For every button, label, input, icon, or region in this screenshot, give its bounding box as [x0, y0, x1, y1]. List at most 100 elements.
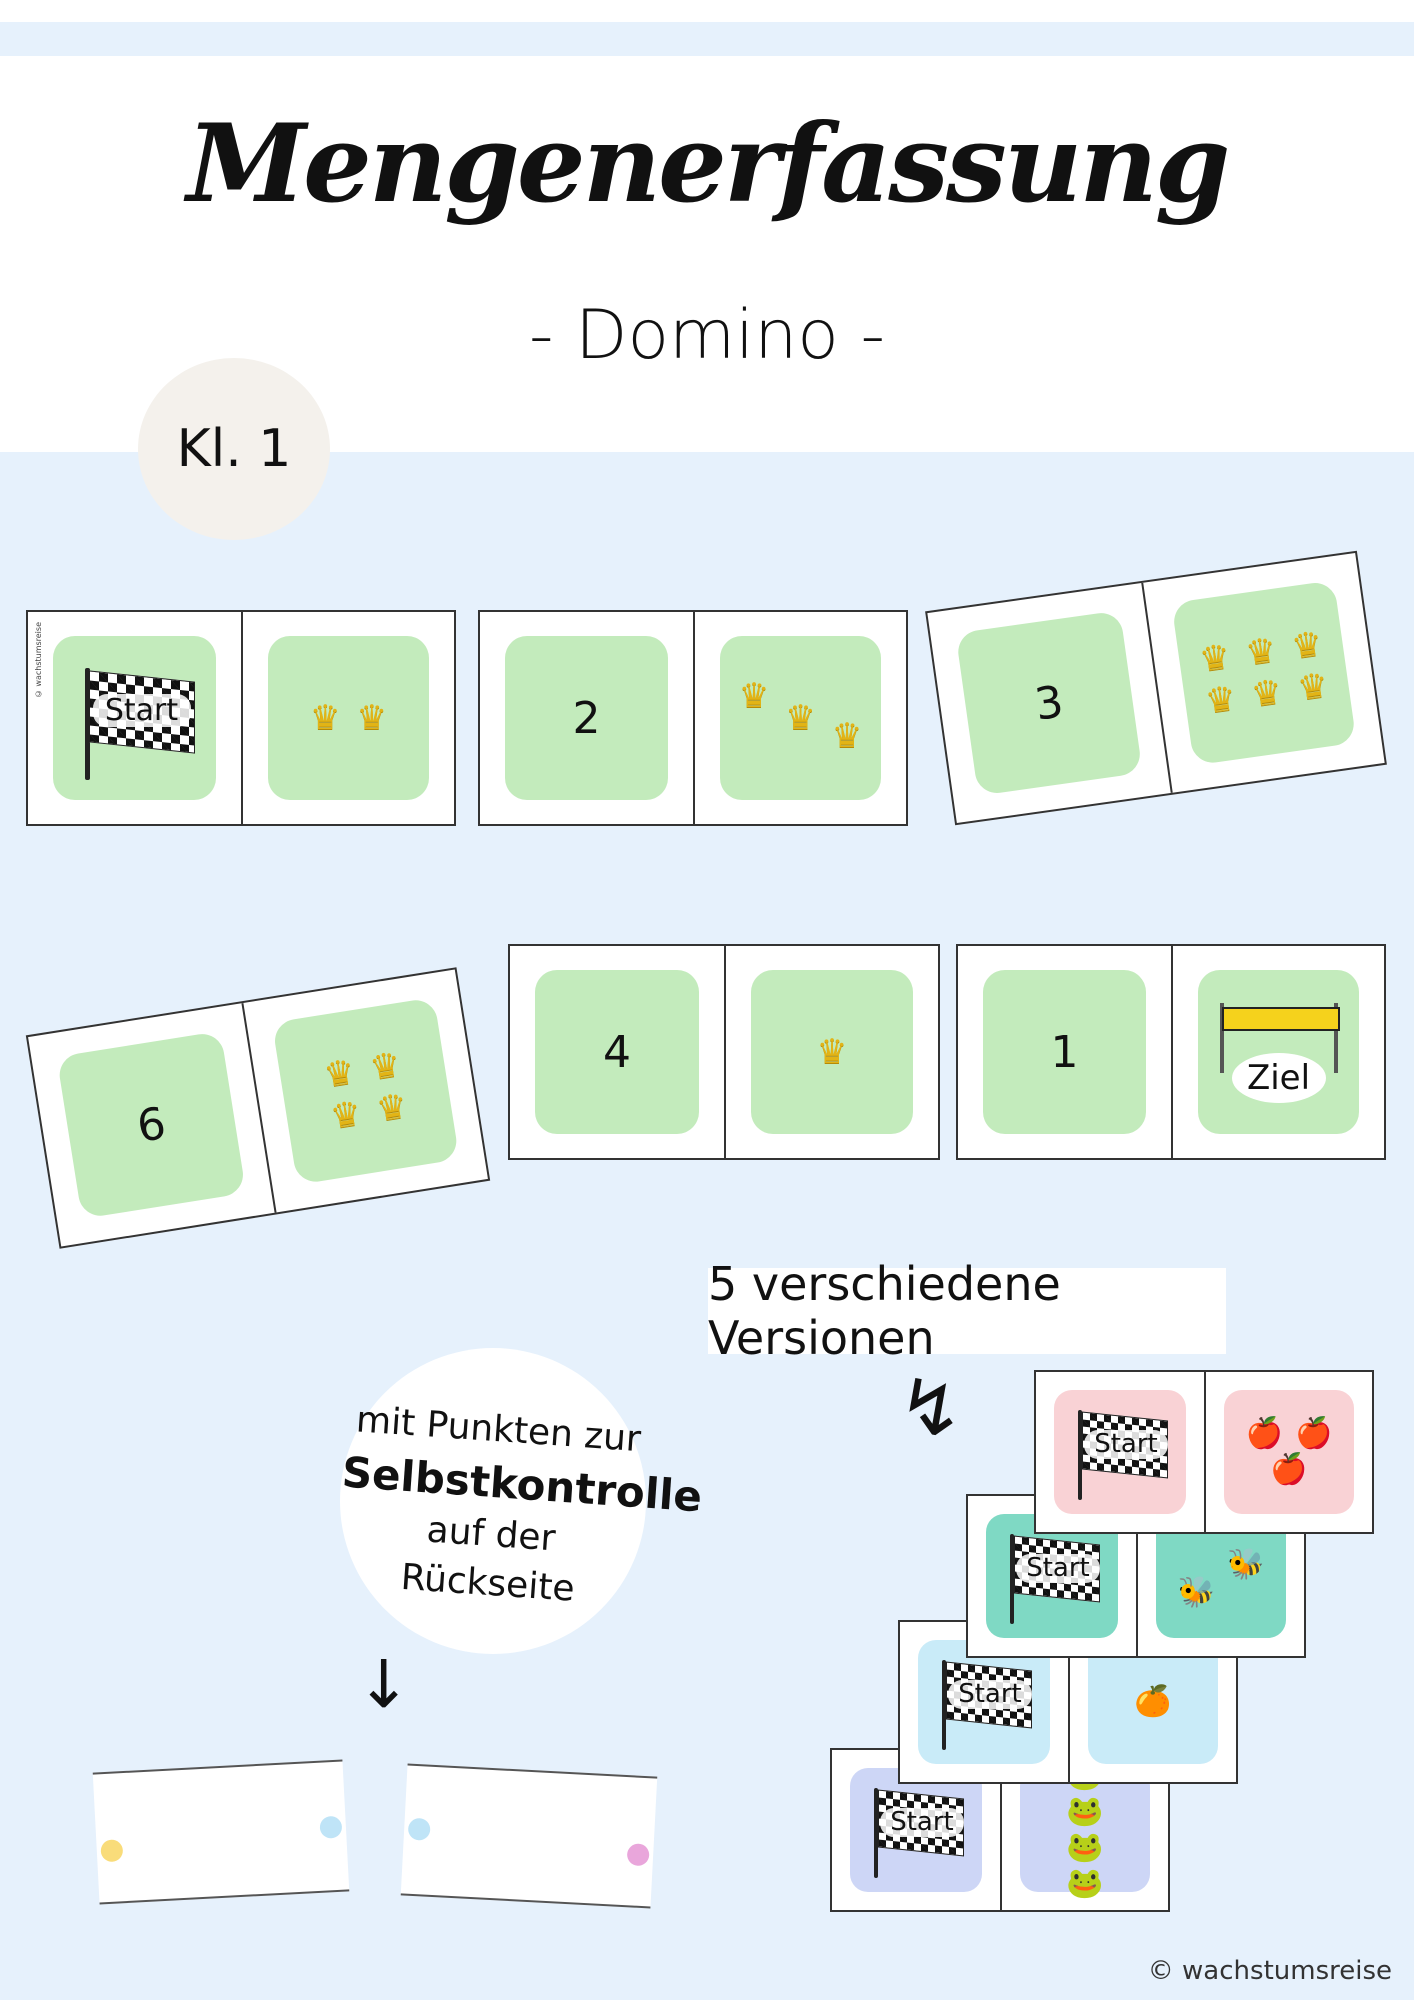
crown-tile: ♛ ♛ ♛ ♛ — [271, 997, 460, 1185]
frog-icon: 🐸 — [1066, 1866, 1104, 1901]
domino-crown-half: ♛ ♛ ♛ ♛ ♛ ♛ — [1141, 552, 1385, 793]
version-start-half: Start — [968, 1496, 1136, 1656]
domino-number-half: 1 — [958, 946, 1171, 1158]
page-subtitle: - Domino - — [528, 296, 886, 375]
start-label: Start — [92, 694, 191, 727]
checkered-flag-icon: Start — [1072, 1404, 1168, 1500]
checkered-flag-icon: Start — [1004, 1528, 1100, 1624]
domino-crown-half: ♛ — [724, 946, 938, 1158]
selfcheck-bubble: mit Punkten zur Selbstkontrolle auf der … — [340, 1348, 704, 1654]
start-label: Start — [1084, 1430, 1168, 1459]
domino-number-half: 4 — [510, 946, 724, 1158]
number-label: 6 — [133, 1097, 170, 1153]
finish-tile: Ziel — [1198, 970, 1359, 1134]
number-label: 3 — [1031, 675, 1067, 731]
apple-icon: 🍎 — [1295, 1416, 1333, 1451]
start-tile: Start — [1054, 1390, 1186, 1514]
version-domino-frogs: Start 🐸 🐸 🐸 🐸 — [830, 1748, 1170, 1912]
version-item-half: 🍎 🍎 🍎 — [1204, 1372, 1372, 1532]
domino-crown-half: ♛ ♛ ♛ — [693, 612, 906, 824]
start-tile: Start — [850, 1768, 982, 1892]
domino-card: © wachstumsreise Start ♛ ♛ — [26, 610, 456, 826]
crown-icon: ♛ — [373, 1085, 411, 1131]
apple-icon: 🍎 — [1245, 1416, 1283, 1451]
number-label: 1 — [1050, 1026, 1079, 1078]
domino-crown-half: ♛ ♛ — [241, 612, 454, 824]
crown-icon: ♛ — [327, 1093, 365, 1138]
page-title: Mengenerfassung — [186, 101, 1231, 227]
domino-back-card — [400, 1763, 658, 1909]
arrow-down-icon: ↓ — [356, 1646, 412, 1723]
version-start-half: Start — [1036, 1372, 1204, 1532]
domino-start-half: © wachstumsreise Start — [28, 612, 241, 824]
crown-icon: ♛ — [816, 1032, 848, 1072]
number-tile: 4 — [535, 970, 699, 1134]
crown-icon: ♛ — [1248, 671, 1285, 716]
domino-back-card — [92, 1759, 350, 1905]
dot-pink — [626, 1843, 650, 1867]
version-domino-apples: Start 🍎 🍎 🍎 — [1034, 1370, 1374, 1534]
domino-crown-half: ♛ ♛ ♛ ♛ — [241, 969, 488, 1213]
item-tile: 🍎 🍎 🍎 — [1224, 1390, 1354, 1514]
crown-icon: ♛ — [785, 698, 816, 738]
domino-card: 4 ♛ — [508, 944, 940, 1160]
start-label: Start — [1016, 1554, 1100, 1583]
checkered-flag-icon: Start — [75, 658, 195, 780]
crown-icon: ♛ — [738, 676, 770, 716]
selfcheck-text: mit Punkten zur Selbstkontrolle auf der … — [333, 1396, 703, 1619]
crown-icon: ♛ — [321, 1051, 358, 1096]
frog-icon: 🐸 — [1066, 1830, 1104, 1865]
crown-icon: ♛ — [1289, 623, 1325, 668]
domino-number-half: 6 — [28, 1003, 275, 1246]
version-start-half: Start — [900, 1622, 1068, 1782]
item-tile: 🍊 — [1088, 1640, 1218, 1764]
version-item-half: 🍊 — [1068, 1622, 1236, 1782]
apple-icon: 🍎 — [1270, 1452, 1308, 1487]
finish-label: Ziel — [1231, 1053, 1326, 1103]
item-tile: 🐸 🐸 🐸 🐸 — [1020, 1761, 1150, 1899]
footer-copyright: © wachstumsreise — [1147, 1956, 1392, 1986]
crown-icon: ♛ — [1197, 636, 1233, 681]
crown-tile: ♛ ♛ — [268, 636, 429, 800]
number-tile: 3 — [955, 610, 1143, 796]
number-tile: 2 — [505, 636, 668, 800]
grade-badge: Kl. 1 — [138, 358, 330, 540]
number-label: 2 — [572, 692, 601, 744]
number-tile: 6 — [56, 1030, 247, 1219]
versions-label: 5 verschiedene Versionen — [708, 1257, 1226, 1365]
crown-icon: ♛ — [310, 698, 341, 738]
number-tile: 1 — [983, 970, 1146, 1134]
start-label: Start — [948, 1680, 1032, 1709]
version-item-half: 🐝 🐝 — [1136, 1496, 1304, 1656]
dot-blue — [319, 1815, 343, 1839]
start-tile: Start — [918, 1640, 1050, 1764]
crown-icon: ♛ — [356, 698, 387, 738]
top-strip — [0, 22, 1414, 56]
bee-icon: 🐝 — [1227, 1546, 1265, 1582]
domino-copyright: © wachstumsreise — [34, 622, 43, 699]
version-start-half: Start — [832, 1750, 1000, 1910]
start-tile: Start — [53, 636, 216, 800]
domino-number-half: 2 — [480, 612, 693, 824]
dot-blue — [407, 1817, 431, 1841]
crown-icon: ♛ — [1202, 678, 1239, 723]
item-tile: 🐝 🐝 — [1156, 1514, 1286, 1638]
checkered-flag-icon: Start — [868, 1782, 964, 1878]
start-label: Start — [880, 1808, 964, 1837]
crown-icon: ♛ — [1295, 665, 1331, 710]
checkered-flag-icon: Start — [936, 1654, 1032, 1750]
number-label: 4 — [603, 1026, 631, 1078]
frog-icon: 🐸 — [1066, 1794, 1104, 1829]
crown-icon: ♛ — [367, 1044, 404, 1089]
domino-number-half: 3 — [927, 583, 1170, 823]
crown-tile: ♛ ♛ ♛ — [720, 636, 881, 800]
domino-card: 2 ♛ ♛ ♛ — [478, 610, 908, 826]
domino-card: 1 Ziel — [956, 944, 1386, 1160]
orange-icon: 🍊 — [1134, 1684, 1172, 1719]
crown-tile: ♛ ♛ ♛ ♛ ♛ ♛ — [1171, 580, 1357, 766]
dot-yellow — [100, 1839, 124, 1863]
start-tile: Start — [986, 1514, 1118, 1638]
domino-finish-half: Ziel — [1171, 946, 1384, 1158]
finish-banner-icon: Ziel — [1204, 977, 1354, 1127]
crown-icon: ♛ — [831, 716, 863, 756]
